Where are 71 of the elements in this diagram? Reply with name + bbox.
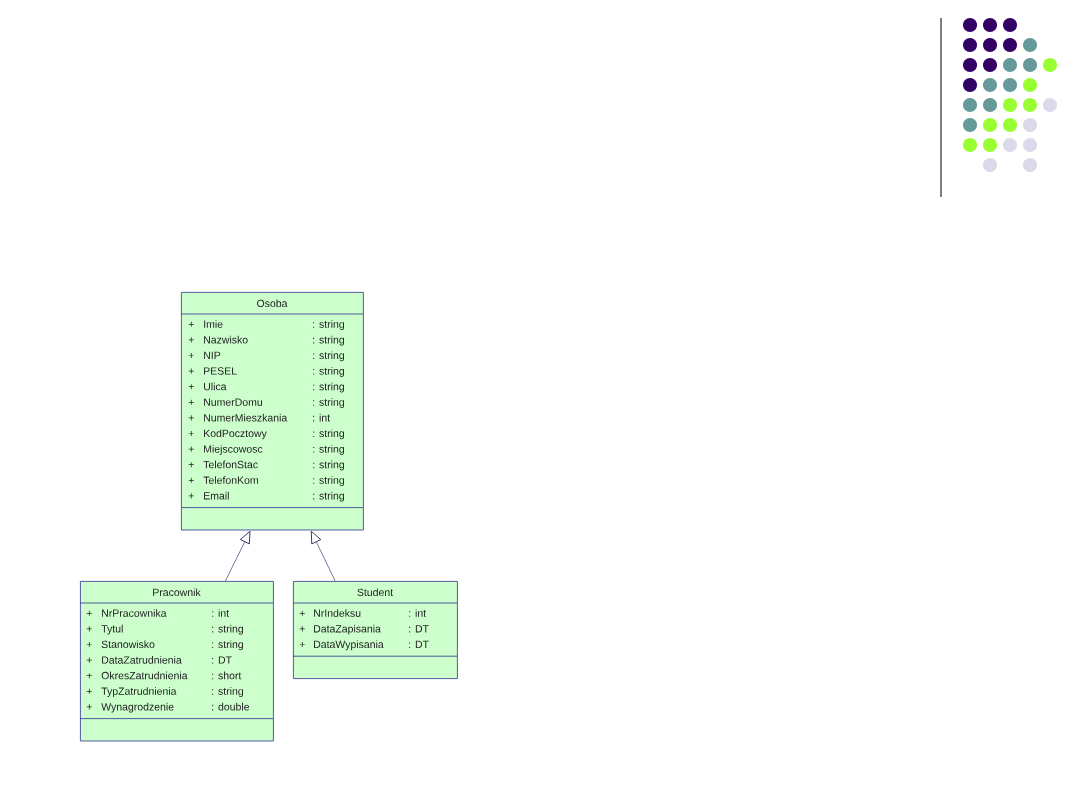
visibility-symbol: + [86, 610, 92, 616]
attribute-type: : string [313, 476, 344, 486]
attribute-name: Nazwisko [204, 335, 248, 344]
visibility-symbol: + [188, 493, 194, 499]
class-name: Osoba [257, 299, 288, 308]
attribute-name: Email [204, 491, 229, 500]
attribute-name: DataZatrudnienia [102, 656, 182, 664]
attribute-name: NumerDomu [204, 398, 262, 406]
visibility-symbol: + [188, 399, 194, 405]
attribute-type: : string [212, 687, 243, 697]
attribute-type: : string [313, 367, 344, 377]
visibility-symbol: + [188, 321, 194, 327]
attribute-type: : string [313, 445, 344, 455]
attribute-type: : string [313, 429, 344, 440]
visibility-symbol: + [188, 368, 194, 374]
attribute-name: TelefonStac [203, 460, 258, 469]
visibility-symbol: + [86, 641, 92, 648]
attribute-name: Tytul [101, 624, 123, 635]
visibility-symbol: + [188, 337, 194, 343]
attribute-type: : double [212, 702, 250, 711]
visibility-symbol: + [188, 415, 194, 421]
attribute-type: : string [313, 398, 344, 408]
visibility-symbol: + [86, 673, 92, 679]
attribute-name: Stanowisko [101, 640, 155, 649]
attribute-type: : string [212, 640, 243, 651]
attribute-name: DataWypisania [314, 640, 384, 651]
attribute-type: : string [313, 351, 344, 362]
attribute-name: Ulica [204, 382, 227, 391]
visibility-symbol: + [188, 446, 194, 452]
attribute-type: : string [313, 335, 344, 346]
class-name: Student [357, 588, 393, 597]
attribute-type: : string [313, 320, 344, 330]
attribute-name: TelefonKom [203, 476, 258, 484]
visibility-symbol: + [188, 430, 194, 437]
visibility-symbol: + [299, 626, 305, 632]
attribute-type: : DT [212, 656, 232, 664]
attribute-type: : string [313, 491, 344, 502]
visibility-symbol: + [188, 384, 194, 390]
attribute-name: NIP [204, 351, 221, 359]
visibility-symbol: + [86, 626, 92, 632]
attribute-type: : DT [409, 625, 429, 633]
attribute-name: Imie [204, 320, 223, 328]
attribute-type: : int [212, 609, 229, 617]
visibility-symbol: + [188, 352, 194, 359]
attribute-name: PESEL [204, 367, 237, 375]
attribute-name: OkresZatrudnienia [101, 671, 188, 680]
visibility-symbol: + [86, 657, 92, 663]
visibility-symbol: + [86, 704, 92, 710]
attribute-type: : string [212, 624, 243, 635]
attribute-name: TypZatrudnienia [101, 687, 177, 697]
attribute-type: : string [313, 382, 344, 393]
attribute-name: NrPracownika [102, 609, 167, 617]
attribute-type: : string [313, 460, 344, 471]
attribute-name: Miejscowosc [204, 445, 263, 455]
attribute-type: : int [409, 609, 426, 617]
visibility-symbol: + [299, 641, 305, 648]
visibility-symbol: + [188, 462, 194, 468]
class-name: Pracownik [153, 588, 201, 597]
inheritance-arrow [310, 530, 336, 582]
attribute-name: NrIndeksu [314, 609, 361, 617]
attribute-name: Wynagrodzenie [101, 702, 174, 713]
visibility-symbol: + [188, 477, 194, 483]
attribute-type: : short [212, 671, 242, 680]
visibility-symbol: + [299, 610, 305, 616]
attribute-name: NumerMieszkania [204, 413, 288, 422]
inheritance-arrow [225, 530, 251, 582]
attribute-name: KodPocztowy [204, 429, 267, 440]
attribute-type: : DT [409, 640, 429, 648]
attribute-type: : int [313, 413, 330, 422]
visibility-symbol: + [86, 688, 92, 694]
attribute-name: DataZapisania [314, 624, 381, 635]
